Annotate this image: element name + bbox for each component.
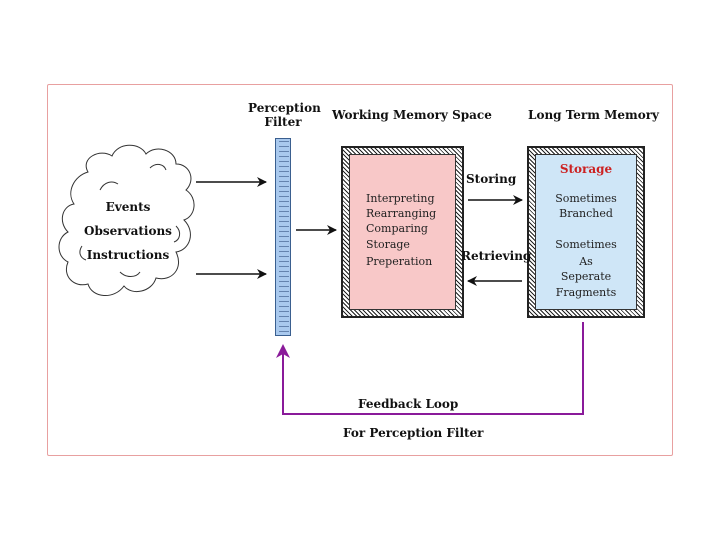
ltm-fragments-line4: Fragments [555,286,617,299]
working-memory-item-preperation: Preperation [366,255,433,268]
storing-label: Storing [466,172,517,186]
ltm-branched-line2: Branched [559,207,613,220]
working-memory-item-storage: Storage [366,238,410,251]
cloud-item-instructions: Instructions [86,248,170,262]
perception-filter-bar [275,138,291,336]
working-memory-item-rearranging: Rearranging [366,207,437,220]
cloud-item-events: Events [105,200,151,214]
ltm-fragments-line3: Seperate [560,270,612,283]
retrieving-label: Retrieving [461,249,532,263]
ltm-fragments-line2: As [579,255,593,268]
working-memory-item-comparing: Comparing [366,222,428,235]
perception-filter-label-line2: Filter [264,115,302,129]
working-memory-box [341,146,464,318]
for-perception-filter-label: For Perception Filter [343,426,484,440]
perception-filter-label-line1: Perception [248,101,321,115]
perception-filter-label: Perception Filter [248,101,321,129]
ltm-fragments-line1: Sometimes [555,238,617,251]
ltm-branched-line1: Sometimes [555,192,617,205]
perception-filter-pattern [279,141,289,333]
storage-title: Storage [559,162,613,176]
feedback-loop-label: Feedback Loop [358,397,459,411]
working-memory-space-label: Working Memory Space [332,108,492,122]
working-memory-item-interpreting: Interpreting [366,192,435,205]
cloud-item-observations: Observations [84,224,172,238]
working-memory-box-inner [349,154,456,310]
long-term-memory-box [527,146,645,318]
long-term-memory-box-inner [535,154,637,310]
long-term-memory-label: Long Term Memory [528,108,660,122]
